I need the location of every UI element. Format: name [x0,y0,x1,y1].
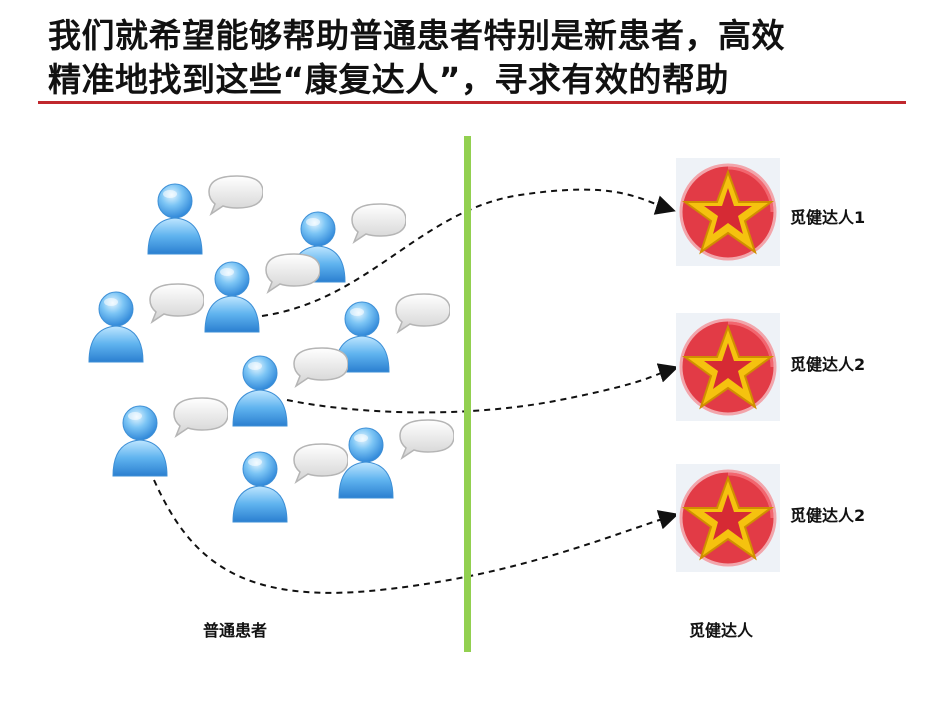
patient-icon-6 [232,347,348,427]
expert-badge-icon-3 [676,464,780,572]
expert-label-2: 觅健达人2 [790,355,866,374]
patients-group-label: 普通患者 [203,621,268,640]
expert-label-1: 觅健达人1 [790,208,866,227]
patient-icon-3 [204,253,320,333]
patient-icon-4 [88,283,204,363]
group-divider [464,136,471,652]
connector-arrow-1 [261,188,676,317]
expert-badge-icon-2 [676,313,780,421]
title-underline [38,101,906,104]
experts-group-label: 觅健达人 [689,621,754,640]
connector-arrow-2 [286,363,679,414]
patient-icon-8 [338,419,454,499]
slide-title: 我们就希望能够帮助普通患者特别是新患者，高效 精准地找到这些“康复达人”，寻求有… [48,14,908,102]
title-line-1: 我们就希望能够帮助普通患者特别是新患者，高效 [48,16,785,55]
patient-icon-9 [232,443,348,523]
patient-icon-7 [112,397,228,477]
connector-arrow-3 [153,479,679,594]
title-line-2: 精准地找到这些“康复达人”，寻求有效的帮助 [48,60,729,99]
expert-badge-icon-1 [676,158,780,266]
patient-icon-5 [334,293,450,373]
patient-icon-1 [147,175,263,255]
expert-label-3: 觅健达人2 [790,506,866,525]
